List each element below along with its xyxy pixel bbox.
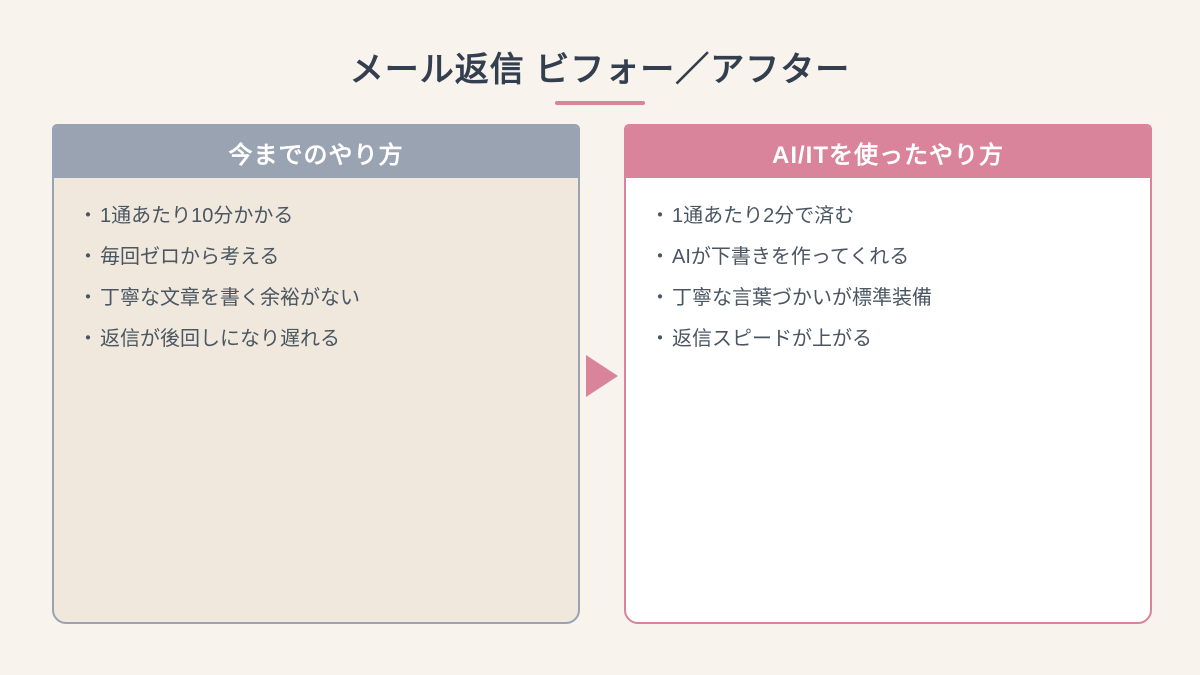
right-triangle-arrow-icon bbox=[586, 355, 618, 397]
list-item-text: AIが下書きを作ってくれる bbox=[672, 246, 910, 268]
list-item: ・ 返信スピードが上がる bbox=[650, 329, 1126, 349]
bullet-icon: ・ bbox=[650, 205, 670, 227]
bullet-icon: ・ bbox=[650, 328, 670, 350]
bullet-icon: ・ bbox=[650, 287, 670, 309]
before-card-body: ・ 1通あたり10分かかる ・ 毎回ゼロから考える ・ 丁寧な文章を書く余裕がな… bbox=[54, 178, 578, 622]
before-points-list: ・ 1通あたり10分かかる ・ 毎回ゼロから考える ・ 丁寧な文章を書く余裕がな… bbox=[78, 206, 554, 349]
title-underline bbox=[555, 101, 645, 105]
list-item-text: 1通あたり2分で済む bbox=[672, 205, 855, 227]
list-item: ・ 毎回ゼロから考える bbox=[78, 247, 554, 267]
page-title: メール返信 ビフォー／アフター bbox=[349, 51, 851, 89]
list-item-text: 1通あたり10分かかる bbox=[100, 205, 294, 227]
bullet-icon: ・ bbox=[78, 328, 98, 350]
bullet-icon: ・ bbox=[78, 287, 98, 309]
list-item: ・ AIが下書きを作ってくれる bbox=[650, 247, 1126, 267]
list-item: ・ 1通あたり10分かかる bbox=[78, 206, 554, 226]
before-after-comparison: 今までのやり方 ・ 1通あたり10分かかる ・ 毎回ゼロから考える ・ 丁寧な文… bbox=[52, 124, 1152, 624]
after-points-list: ・ 1通あたり2分で済む ・ AIが下書きを作ってくれる ・ 丁寧な言葉づかいが… bbox=[650, 206, 1126, 349]
cards-gap bbox=[580, 124, 624, 624]
list-item: ・ 返信が後回しになり遅れる bbox=[78, 329, 554, 349]
title-block: メール返信 ビフォー／アフター bbox=[0, 42, 1200, 105]
before-card: 今までのやり方 ・ 1通あたり10分かかる ・ 毎回ゼロから考える ・ 丁寧な文… bbox=[52, 124, 580, 624]
before-card-header: 今までのやり方 bbox=[54, 126, 578, 178]
list-item: ・ 丁寧な文章を書く余裕がない bbox=[78, 288, 554, 308]
after-card-header: AI/ITを使ったやり方 bbox=[626, 126, 1150, 178]
list-item-text: 丁寧な文章を書く余裕がない bbox=[100, 287, 360, 309]
list-item: ・ 1通あたり2分で済む bbox=[650, 206, 1126, 226]
bullet-icon: ・ bbox=[78, 205, 98, 227]
list-item-text: 返信が後回しになり遅れる bbox=[100, 328, 340, 350]
bullet-icon: ・ bbox=[650, 246, 670, 268]
list-item-text: 返信スピードが上がる bbox=[672, 328, 872, 350]
list-item-text: 丁寧な言葉づかいが標準装備 bbox=[672, 287, 932, 309]
after-card: AI/ITを使ったやり方 ・ 1通あたり2分で済む ・ AIが下書きを作ってくれ… bbox=[624, 124, 1152, 624]
list-item-text: 毎回ゼロから考える bbox=[100, 246, 280, 268]
after-card-body: ・ 1通あたり2分で済む ・ AIが下書きを作ってくれる ・ 丁寧な言葉づかいが… bbox=[626, 178, 1150, 622]
list-item: ・ 丁寧な言葉づかいが標準装備 bbox=[650, 288, 1126, 308]
bullet-icon: ・ bbox=[78, 246, 98, 268]
